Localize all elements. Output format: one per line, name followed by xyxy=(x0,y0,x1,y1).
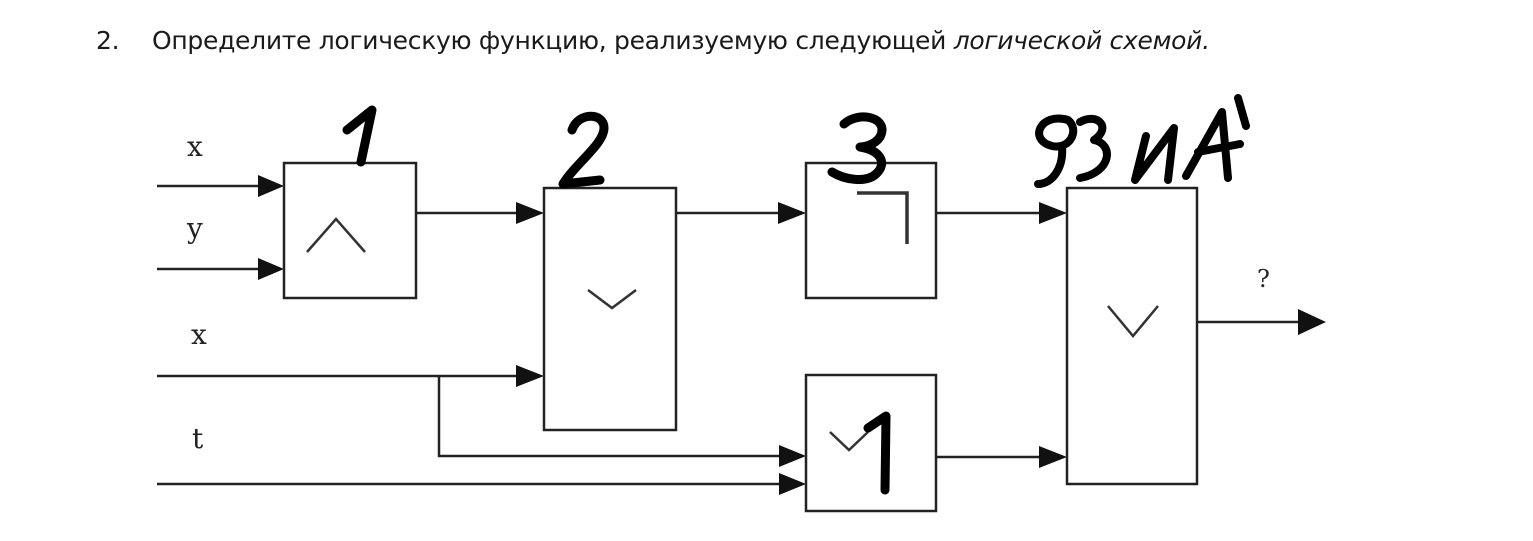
gate-or-2-box xyxy=(542,186,678,432)
handwritten-9 xyxy=(1034,114,1078,188)
gate-not-box xyxy=(804,161,938,300)
input-label-x1: x xyxy=(187,130,203,163)
input-label-x2: x xyxy=(191,318,207,351)
and-symbol xyxy=(306,217,366,253)
arrow-g5-in1 xyxy=(1039,202,1067,224)
handwritten-2-gate-or xyxy=(558,111,609,189)
arrow-g5-in2 xyxy=(1039,446,1067,468)
handwritten-A xyxy=(1182,94,1250,182)
arrow-g4-in1 xyxy=(779,445,806,467)
or-symbol xyxy=(587,289,637,310)
input-label-y: y xyxy=(186,212,203,245)
gate-not xyxy=(804,161,938,300)
arrow-g4-in2 xyxy=(779,473,806,495)
handwritten-3 xyxy=(1076,114,1111,182)
gate-or-5 xyxy=(1065,186,1199,486)
gate-and-box xyxy=(282,161,418,300)
or-symbol-small xyxy=(829,431,869,452)
arrow-g2-in2 xyxy=(516,365,544,387)
or-symbol-large xyxy=(1107,305,1159,338)
arrow-g1-in1 xyxy=(258,175,284,197)
handwritten-annotations xyxy=(342,94,1250,495)
wires xyxy=(157,184,1303,486)
output-label: ? xyxy=(1257,265,1270,293)
handwritten-3-gate-not xyxy=(827,112,887,184)
question-body: Определите логическую функцию, реализуем… xyxy=(152,26,947,55)
arrow-g3-in xyxy=(778,202,806,224)
input-label-t: t xyxy=(192,422,204,455)
question-text: 2. Определите логическую функцию, реализу… xyxy=(96,26,1210,55)
question-emphasis: логической схемой. xyxy=(953,26,1210,55)
handwritten-1-gate-and xyxy=(342,105,377,167)
gate-or-4-box xyxy=(804,373,938,513)
handwritten-1-gate-or-small xyxy=(863,411,891,495)
gate-or-4 xyxy=(804,373,938,513)
not-symbol xyxy=(857,191,909,244)
arrow-output xyxy=(1298,309,1326,335)
arrow-g1-in2 xyxy=(258,258,284,280)
gate-and xyxy=(282,161,418,300)
gate-or-2 xyxy=(542,186,678,432)
arrowheads xyxy=(258,175,1326,495)
wire-x2-branch xyxy=(437,376,783,458)
question-number: 2. xyxy=(96,26,120,55)
handwritten-I xyxy=(1131,124,1178,184)
arrow-g2-in1 xyxy=(516,202,544,224)
